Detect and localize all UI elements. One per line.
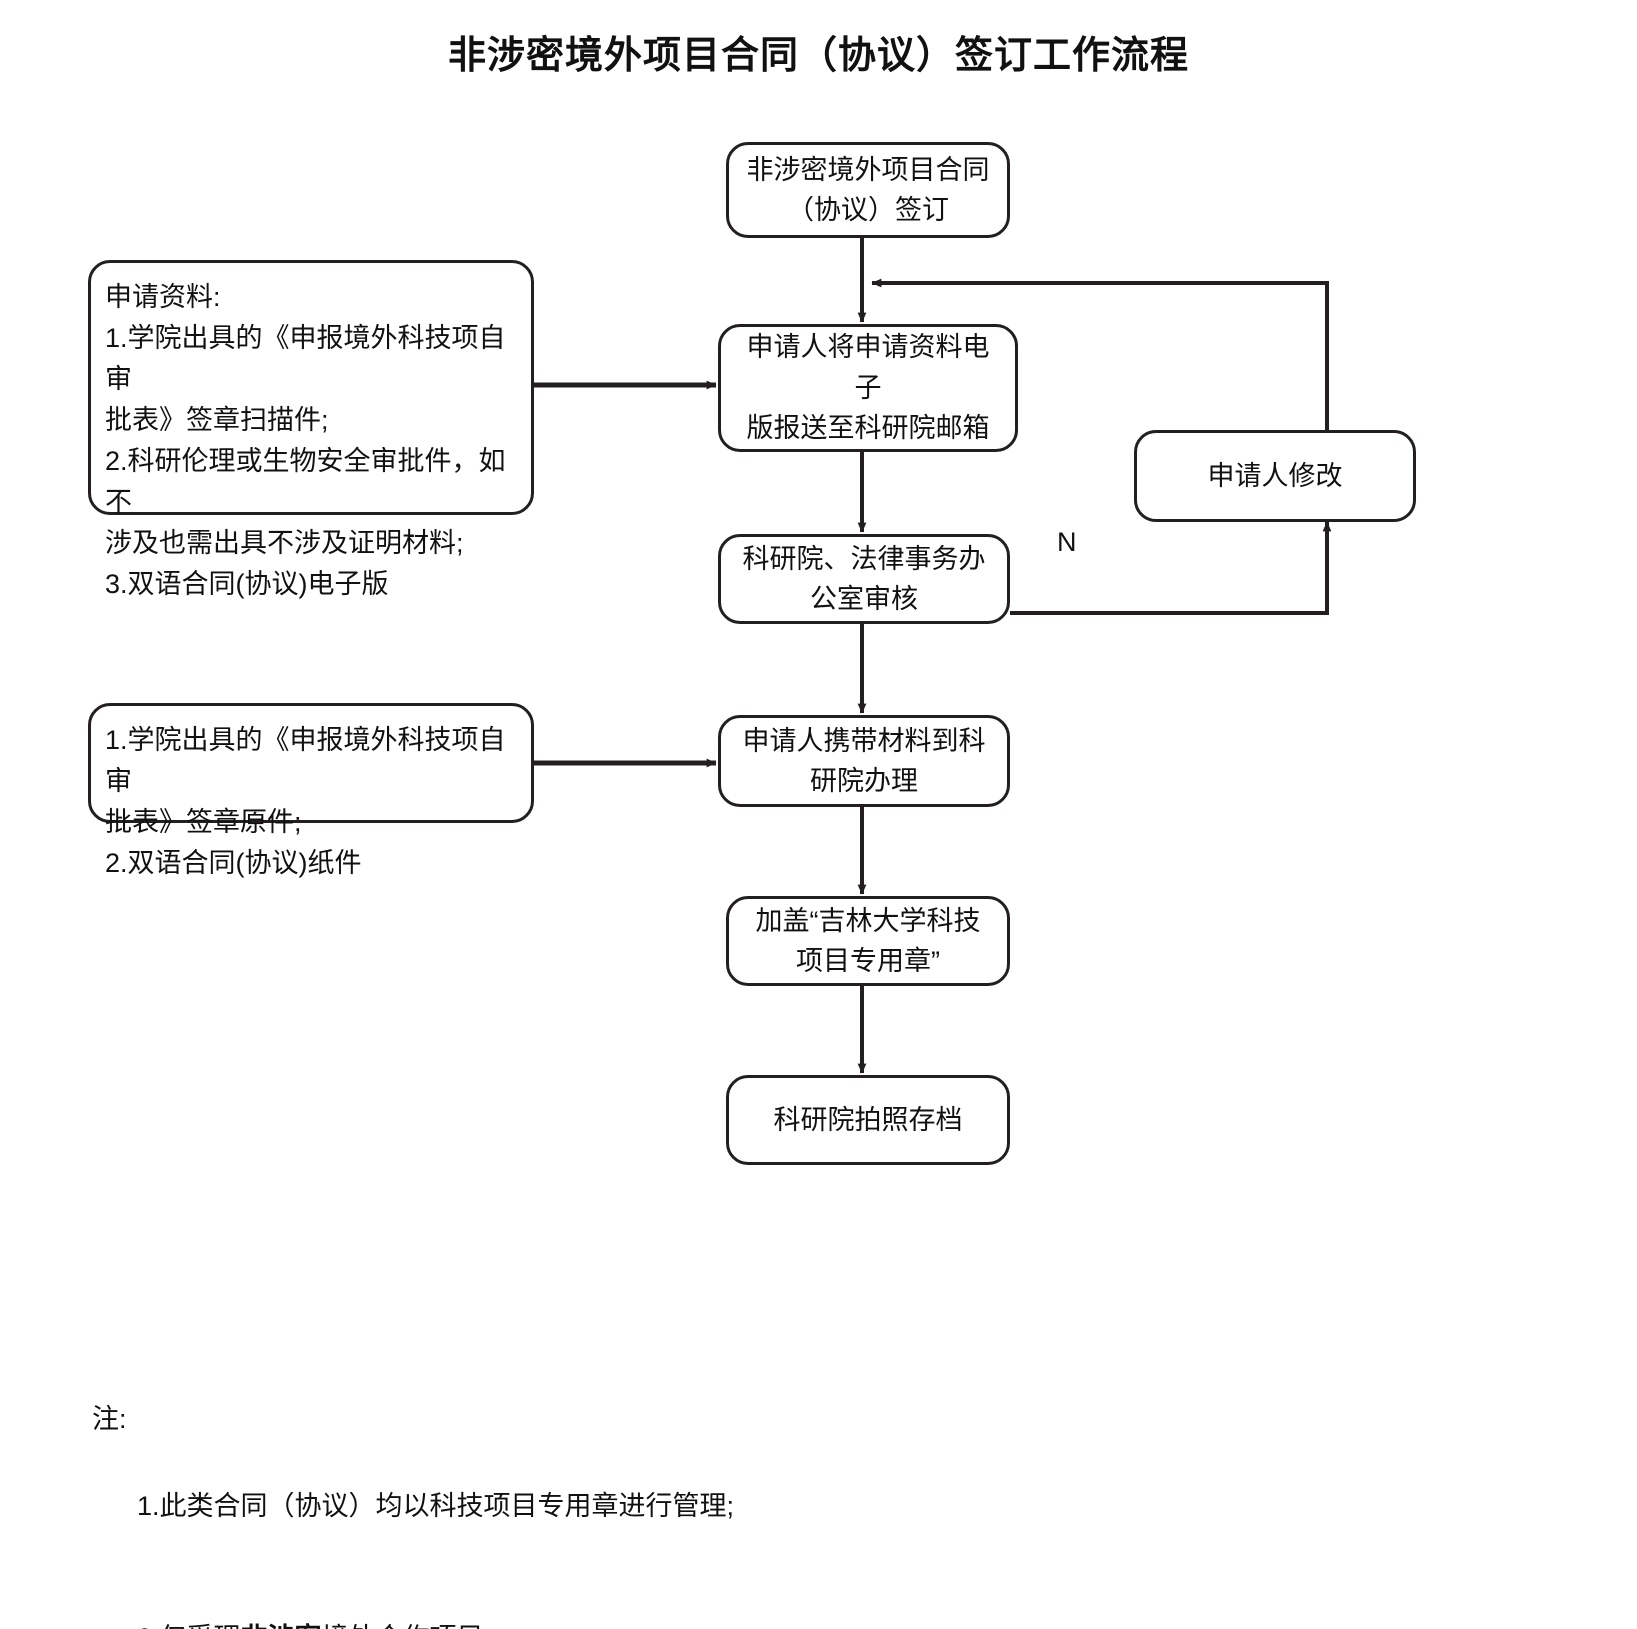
infobox-materials-electronic[interactable]: 申请资料: 1.学院出具的《申报境外科技项自审 批表》签章扫描件; 2.科研伦理… — [88, 260, 534, 599]
infobox-materials-paper[interactable]: 1.学院出具的《申报境外科技项自审 批表》签章原件; 2.双语合同(协议)纸件 — [88, 703, 534, 878]
note-item-2-text: 2.仅受理 — [137, 1623, 241, 1629]
node-start-label: 非涉密境外项目合同 （协议）签订 — [746, 154, 990, 226]
node-archive-label: 科研院拍照存档 — [773, 1104, 963, 1135]
note-item-1-text: 1.此类合同（协议）均以科技项目专用章进行管理; — [137, 1491, 735, 1522]
notes-header: 注: — [92, 1404, 127, 1434]
node-revise[interactable]: 申请人修改 — [1134, 430, 1416, 522]
note-item-2: 2.仅受理非涉密境外合作项目 — [92, 1573, 1392, 1629]
node-stamp-label: 加盖“吉林大学科技 项目专用章” — [755, 905, 981, 977]
node-submit-label: 申请人将申请资料电子 版报送至科研院邮箱 — [746, 332, 990, 444]
node-submit[interactable]: 申请人将申请资料电子 版报送至科研院邮箱 — [718, 324, 1018, 452]
node-bring-label: 申请人携带材料到科 研院办理 — [742, 725, 986, 797]
note-item-1: 1.此类合同（协议）均以科技项目专用章进行管理; — [92, 1442, 1392, 1573]
node-bring[interactable]: 申请人携带材料到科 研院办理 — [718, 715, 1010, 807]
node-review[interactable]: 科研院、法律事务办 公室审核 — [718, 534, 1010, 624]
note-item-2-tail: 境外合作项目 — [322, 1623, 484, 1629]
node-revise-label: 申请人修改 — [1207, 460, 1343, 491]
branch-label-n: N — [1057, 527, 1077, 557]
notes-section: 注: 1.此类合同（协议）均以科技项目专用章进行管理; 2.仅受理非涉密境外合作… — [92, 1398, 1392, 1629]
node-stamp[interactable]: 加盖“吉林大学科技 项目专用章” — [726, 896, 1010, 986]
page-title: 非涉密境外项目合同（协议）签订工作流程 — [447, 35, 1189, 77]
node-start[interactable]: 非涉密境外项目合同 （协议）签订 — [726, 142, 1010, 238]
node-archive[interactable]: 科研院拍照存档 — [726, 1075, 1010, 1165]
node-review-label: 科研院、法律事务办 公室审核 — [742, 543, 986, 615]
note-item-2-bold: 非涉密 — [241, 1623, 322, 1629]
